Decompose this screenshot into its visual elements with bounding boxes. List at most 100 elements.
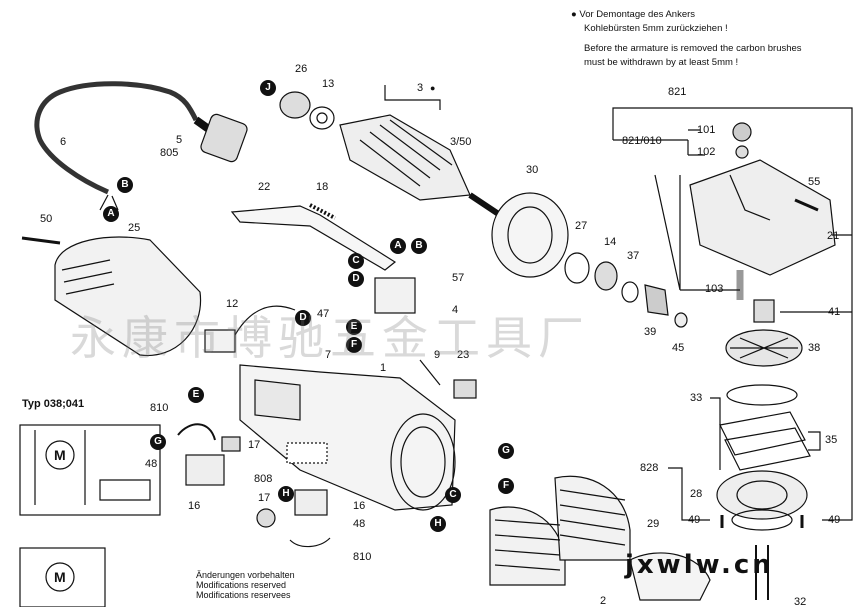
connector-ref-H-stator: H <box>430 516 446 532</box>
part-label-57: 57 <box>452 272 465 284</box>
cover-vents <box>61 259 115 295</box>
part-label-3-50: 3/50 <box>450 136 472 148</box>
switch-housing-7 <box>254 379 301 421</box>
note-german-line1: ● Vor Demontage des Ankers <box>571 9 696 20</box>
footer-notes: Änderungen vorbehalten Modifications res… <box>196 570 295 600</box>
connector-ref-J: J <box>260 80 276 96</box>
watermark-company: 永康市博驰五金工具厂 <box>70 311 590 365</box>
part-label-17-bottom: 17 <box>258 492 271 504</box>
part-label-810-bottom: 810 <box>353 551 372 563</box>
part-label-7: 7 <box>325 349 332 361</box>
ring-27 <box>564 252 590 284</box>
connector-ref-D-capacitor: D <box>295 310 311 326</box>
part-label-33: 33 <box>690 392 703 404</box>
spring-18 <box>309 203 336 220</box>
part-label-38: 38 <box>808 342 821 354</box>
note-english-line2: must be withdrawn by at least 5mm ! <box>584 57 739 68</box>
switch-rod-22 <box>230 205 397 271</box>
nut-45 <box>674 312 688 328</box>
part-label-55: 55 <box>808 176 821 188</box>
guard-9 <box>419 359 441 386</box>
note-english-line1: Before the armature is removed the carbo… <box>584 43 802 54</box>
gasket-35 <box>719 411 806 456</box>
part-label-30: 30 <box>526 164 539 176</box>
pinion-39 <box>644 284 669 316</box>
part-label-48-bottom: 48 <box>353 518 366 530</box>
connector-ref-A-cord: A <box>103 206 119 222</box>
guard-29 <box>629 552 711 601</box>
washer-37 <box>621 281 639 303</box>
armature-3 <box>339 114 471 201</box>
bracket-103 <box>654 174 740 291</box>
part-label-2: 2 <box>600 595 607 607</box>
clip-16a <box>177 423 216 441</box>
o-ring-33 <box>726 384 798 406</box>
part-label-828: 828 <box>640 462 659 474</box>
label-808 <box>286 442 328 464</box>
part-label-47: 47 <box>317 308 330 320</box>
bracket-33 <box>710 397 721 470</box>
connector-ref-C-switch: C <box>348 253 364 269</box>
capacitor-wire <box>234 305 296 336</box>
footer-line-fr: Modifications reservees <box>196 590 291 600</box>
part-label-821-010: 821/010 <box>622 135 662 147</box>
part-label-35: 35 <box>825 434 838 446</box>
connector-ref-B-switch: B <box>411 238 427 254</box>
spindle-32 <box>755 545 769 600</box>
part-label-821: 821 <box>668 86 687 98</box>
fan-30-hub <box>507 206 553 264</box>
mains-plug <box>200 113 248 163</box>
part-label-23: 23 <box>457 349 470 361</box>
switch-17a <box>221 436 241 452</box>
part-label-39: 39 <box>644 326 657 338</box>
note-german-line2: Kohlebürsten 5mm zurückziehen ! <box>584 23 728 34</box>
part-label-18: 18 <box>316 181 329 193</box>
part-label-37: 37 <box>627 250 640 262</box>
flange-28-base <box>731 509 793 531</box>
stator-windings <box>494 489 626 571</box>
armature-windings <box>359 119 453 187</box>
power-cord <box>34 81 199 195</box>
connector-ref-D-switch: D <box>348 271 364 287</box>
knob-17b <box>256 508 276 528</box>
part-label-6: 6 <box>60 136 67 148</box>
part-label-3-dot: ● <box>430 83 436 93</box>
part-label-48-left: 48 <box>145 458 158 470</box>
part-label-29: 29 <box>647 518 660 530</box>
button-101 <box>732 122 752 142</box>
part-label-101: 101 <box>697 124 716 136</box>
bracket-828 <box>668 467 710 521</box>
part-label-9: 9 <box>434 349 441 361</box>
flange-28 <box>716 470 808 520</box>
part-label-22: 22 <box>258 181 271 193</box>
part-label-805: 805 <box>160 147 179 159</box>
bearing-cap-26 <box>279 91 311 119</box>
part-label-28: 28 <box>690 488 703 500</box>
part-label-49-right: 49 <box>828 514 841 526</box>
switch-knob-23 <box>453 379 477 399</box>
part-label-41: 41 <box>828 306 841 318</box>
part-label-27: 27 <box>575 220 588 232</box>
part-label-45: 45 <box>672 342 685 354</box>
bearing-41 <box>753 299 775 323</box>
spring-102 <box>735 145 749 159</box>
connector-ref-G-left: G <box>150 434 166 450</box>
part-label-102: 102 <box>697 146 716 158</box>
connector-ref-F-stator: F <box>498 478 514 494</box>
type-label: Typ 038;041 <box>22 398 85 410</box>
gasket-35b <box>724 427 811 471</box>
housing-opening <box>390 413 456 511</box>
screw-55 <box>794 198 819 212</box>
cable-810b <box>289 537 331 548</box>
connector-ref-E-switch: E <box>346 319 362 335</box>
part-label-14: 14 <box>604 236 617 248</box>
part-label-4: 4 <box>452 304 459 316</box>
flange-28-inner <box>736 480 788 510</box>
part-label-103: 103 <box>705 283 724 295</box>
cord-wires <box>99 194 119 211</box>
stator-2a <box>489 506 566 586</box>
watermark-website: jxwlw.cn <box>625 550 774 580</box>
leader-41-21 <box>780 234 852 313</box>
part-label-26: 26 <box>295 63 308 75</box>
